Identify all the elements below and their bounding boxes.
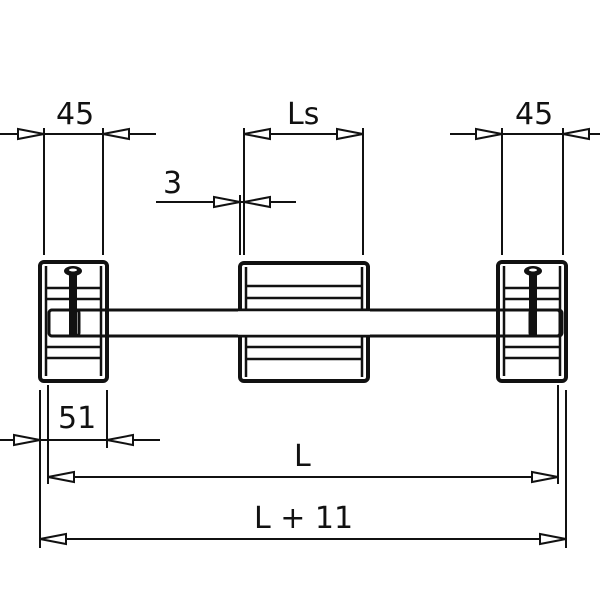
dim-label-ls: Ls xyxy=(287,97,319,132)
dimension-gap-3: 3 xyxy=(156,166,296,255)
dim-label-length-l: L xyxy=(294,439,311,474)
dim-label-right-45: 45 xyxy=(515,97,553,132)
dimension-ls: Ls xyxy=(243,97,364,255)
screw-icon xyxy=(524,266,542,336)
screw-icon xyxy=(64,266,82,336)
right-end-block xyxy=(496,260,568,383)
left-end-block xyxy=(38,260,109,383)
dim-label-overall-length: L + 11 xyxy=(254,501,353,536)
dimension-left-45: 45 xyxy=(0,97,156,255)
dim-label-gap-3: 3 xyxy=(163,166,182,201)
dimension-offset-51: 51 xyxy=(0,385,160,548)
dim-label-offset-51: 51 xyxy=(58,401,96,436)
dimension-overall-length: L + 11 xyxy=(39,390,567,548)
dimension-length-l: L xyxy=(47,385,559,484)
dim-label-left-45: 45 xyxy=(56,97,94,132)
center-block xyxy=(238,261,370,383)
dimension-right-45: 45 xyxy=(450,97,600,255)
